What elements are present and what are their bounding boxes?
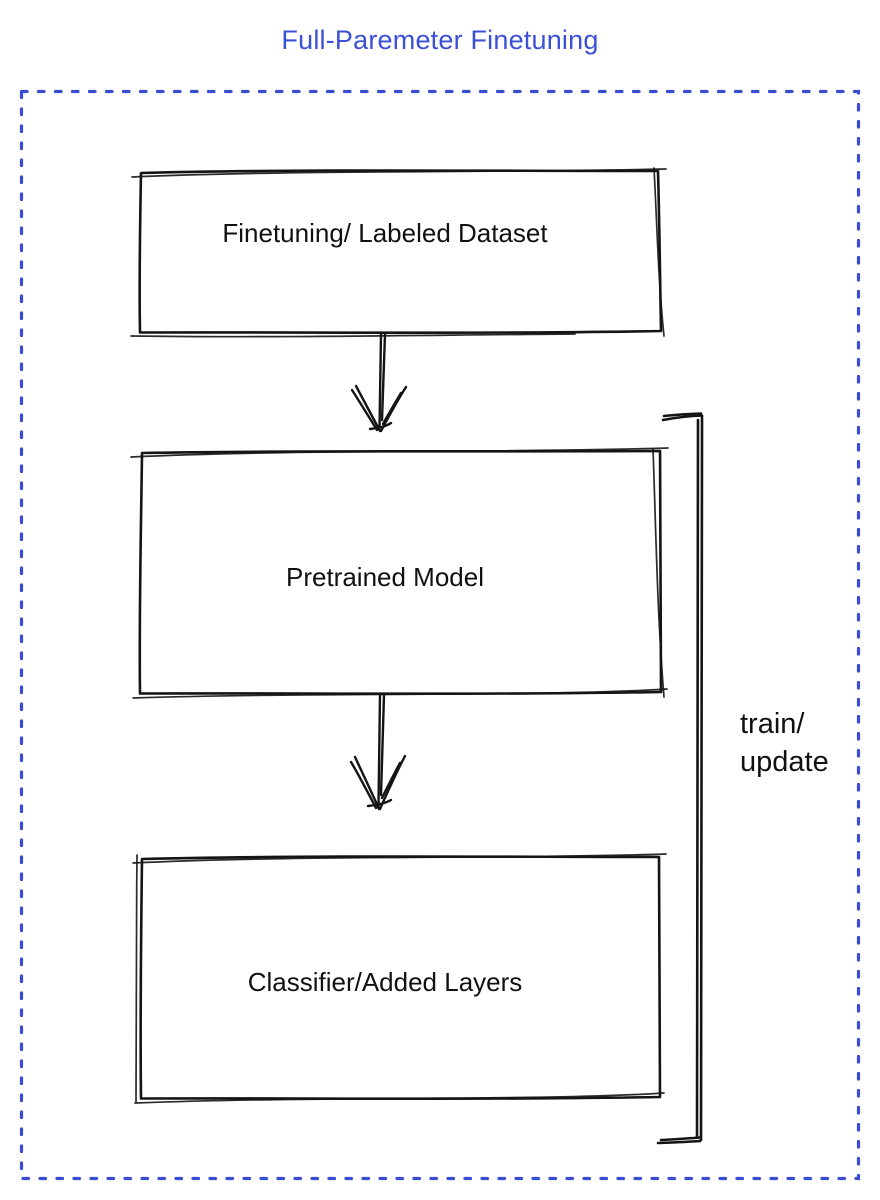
arrow-head — [353, 755, 381, 811]
pretrained-box-sketch-stroke — [652, 448, 665, 698]
classifier-box-sketch-stroke — [134, 1092, 665, 1104]
pretrained-box — [130, 447, 669, 699]
arrow-head — [379, 385, 408, 433]
dataset-box — [130, 167, 667, 338]
classifier-box — [132, 853, 667, 1104]
arrow-head — [381, 391, 403, 426]
arrow-head — [380, 761, 402, 800]
bracket-label: train/ update — [740, 705, 829, 781]
bracket-label-line1: train/ — [740, 708, 805, 740]
arrow-head — [368, 421, 393, 431]
bracket-top-hook — [661, 414, 704, 422]
bracket-vertical — [699, 414, 704, 1142]
dotted-frame — [19, 89, 861, 1181]
bracket-vertical — [695, 418, 700, 1139]
dataset-box-shape — [138, 169, 663, 334]
pretrained-box-label: Pretrained Model — [286, 562, 484, 592]
arrow-shaft — [380, 332, 387, 422]
dataset-box-sketch-stroke — [653, 167, 665, 337]
pretrained-box-sketch-stroke — [130, 447, 669, 458]
arrow-shaft — [378, 332, 383, 430]
dataset-box-label: Finetuning/ Labeled Dataset — [222, 218, 548, 248]
dataset-box-sketch-stroke — [131, 168, 667, 178]
arrow-head — [354, 384, 382, 433]
down-arrow-2 — [349, 693, 407, 811]
classifier-box-label: Classifier/Added Layers — [247, 967, 523, 997]
bracket-label-line2: update — [740, 746, 829, 778]
train-update-bracket — [656, 412, 704, 1145]
classifier-box-sketch-stroke — [135, 854, 138, 1103]
arrow-shaft — [377, 693, 382, 808]
classifier-box-sketch-stroke — [132, 853, 667, 864]
bracket-bottom-hook — [656, 1139, 702, 1145]
arrow-head — [350, 388, 379, 432]
arrow-head — [366, 798, 393, 808]
down-arrow-1 — [350, 332, 408, 433]
arrow-shaft — [379, 693, 386, 797]
pretrained-box-sketch-stroke — [132, 688, 668, 699]
diagram-title: Full-Paremeter Finetuning — [281, 25, 599, 55]
arrow-head — [378, 754, 407, 811]
arrow-head — [349, 760, 378, 810]
bracket-top-hook — [662, 412, 703, 418]
dataset-box-sketch-stroke — [130, 333, 576, 338]
bracket-bottom-hook — [659, 1136, 702, 1142]
